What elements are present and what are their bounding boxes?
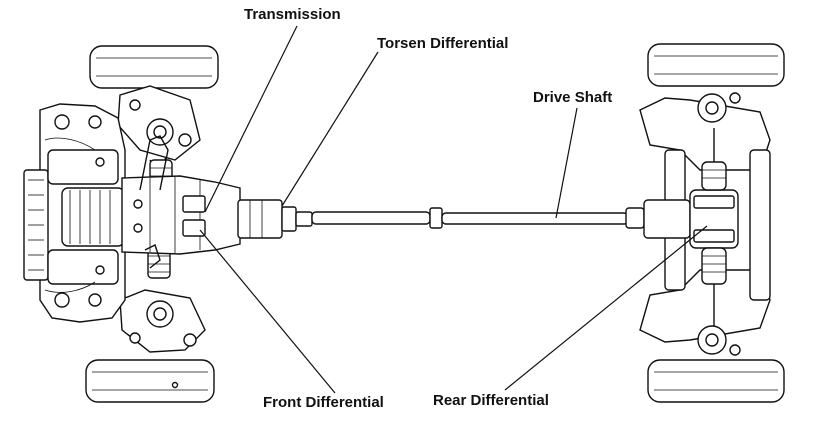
front-lower-suspension	[119, 247, 206, 353]
torsen-differential-label: Torsen Differential	[377, 35, 509, 52]
transmission	[121, 135, 241, 269]
torsen-differential	[237, 199, 313, 239]
drive-shaft-label: Drive Shaft	[533, 89, 613, 106]
front-differential-leader	[199, 229, 336, 394]
front-differential-label: Front Differential	[263, 394, 384, 411]
rear-lower-knuckle	[697, 325, 741, 356]
front-left-wheel	[89, 45, 219, 89]
rear-right-wheel	[647, 359, 785, 403]
leader-lines	[199, 25, 708, 394]
rear-differential-leader	[504, 225, 708, 391]
engine	[23, 103, 126, 323]
transmission-leader	[204, 25, 298, 213]
drive-shaft-leader	[555, 107, 578, 219]
rear-differential	[643, 128, 739, 326]
rear-upper-knuckle	[697, 92, 741, 123]
torsen-differential-leader	[281, 51, 379, 207]
transmission-label: Transmission	[244, 6, 341, 23]
drive-shaft	[311, 207, 645, 229]
rear-differential-label: Rear Differential	[433, 392, 549, 409]
rear-left-wheel	[647, 43, 785, 87]
front-right-wheel	[85, 359, 215, 403]
rear-subframe	[639, 97, 771, 343]
